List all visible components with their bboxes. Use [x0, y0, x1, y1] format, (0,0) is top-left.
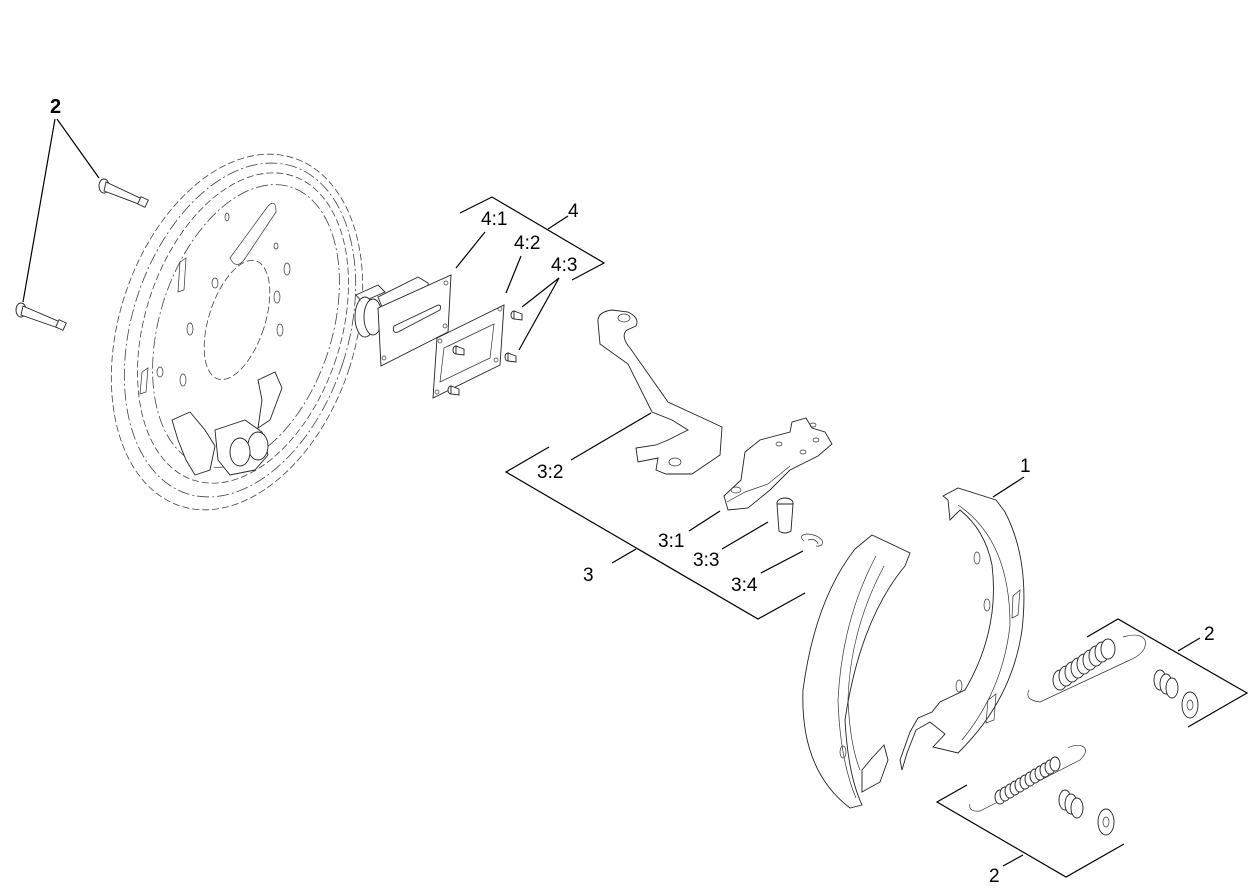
backing-plate	[110, 153, 364, 511]
callout-label: 4:1	[481, 209, 507, 230]
callout-1: 1	[992, 456, 1031, 498]
callout-3-group: 3 3:2 3:1 3:3 3:4	[504, 412, 806, 620]
callout-label: 3:2	[537, 462, 563, 483]
callout-label: 3:3	[693, 550, 719, 571]
callout-label: 2	[1204, 624, 1215, 645]
bolt-lower	[15, 302, 67, 331]
callout-label: 3	[583, 565, 594, 586]
spring-kit-upper: 2	[1027, 618, 1249, 728]
callout-label: 4:3	[551, 255, 577, 276]
brake-shoe-left	[802, 534, 911, 809]
callout-label: 2	[50, 96, 61, 118]
adjuster-housing	[354, 274, 452, 367]
callout-2-bolts: 2	[22, 96, 100, 303]
parking-lever	[597, 309, 723, 475]
brake-shoe-right	[899, 487, 1025, 771]
callout-4-group: 4 4:1 4:2 4:3	[455, 196, 606, 351]
lever-bracket	[723, 417, 833, 511]
callout-label: 4:2	[514, 233, 540, 254]
callout-label: 2	[989, 866, 1000, 887]
pin	[776, 497, 794, 534]
e-clip	[801, 533, 823, 547]
screws	[447, 310, 523, 396]
callout-label: 4	[568, 201, 579, 222]
spring-kit-lower: 2	[935, 744, 1125, 887]
callout-label: 1	[1020, 456, 1031, 477]
return-spring-coils	[994, 756, 1061, 805]
callout-label: 3:1	[658, 531, 684, 552]
gasket-plate	[432, 304, 505, 399]
return-spring-coils	[1052, 638, 1116, 691]
bolt-upper	[98, 178, 149, 208]
callout-label: 3:4	[731, 575, 758, 596]
